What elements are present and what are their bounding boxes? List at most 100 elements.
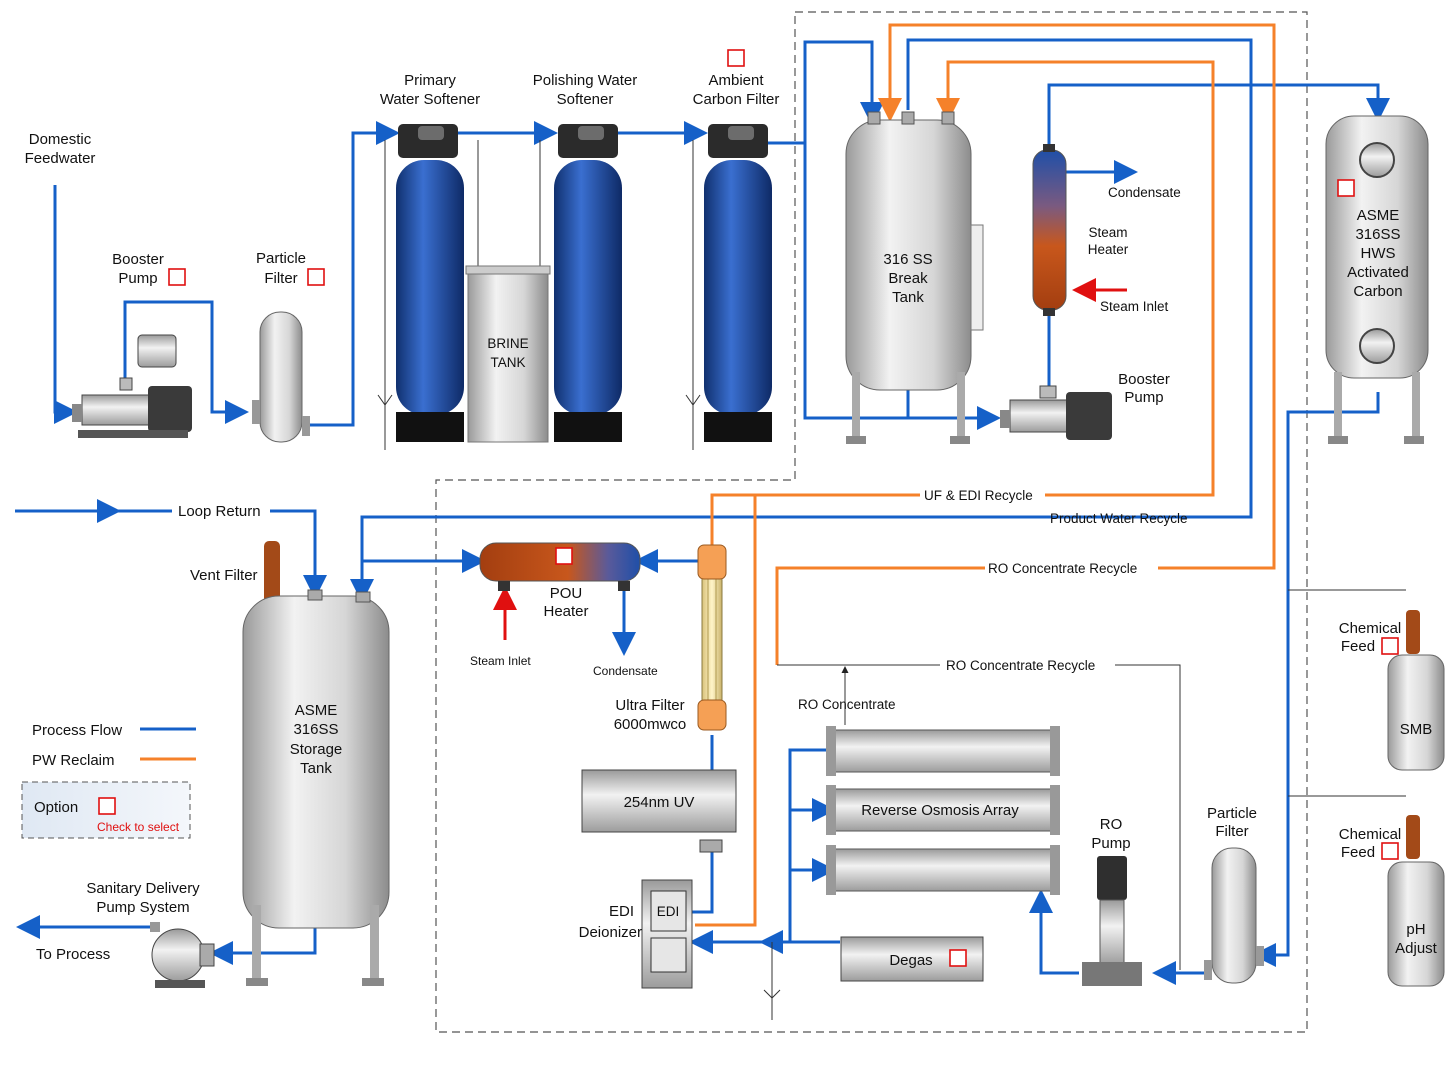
label-carbon-filter-2: Carbon Filter [693,91,780,108]
label-condensate-pou: Condensate [593,664,658,678]
label-particle-filter-2: Particle [1207,805,1257,822]
label-storage-tank: ASME [295,702,338,719]
label-ro-concentrate-recycle-1: RO Concentrate Recycle [988,561,1137,576]
label-ph-adjust: pH [1406,921,1425,938]
softener-drain-2 [685,140,701,450]
label-degas: Degas [889,952,932,969]
storage-tank [242,589,390,986]
steam-heater [1032,144,1067,316]
pretreatment-boundary [435,11,1308,1033]
label-edi-deionizer: EDI [609,903,634,920]
option-checkbox-legend[interactable] [98,797,116,815]
label-storage-tank-3: Storage [290,741,343,758]
label-booster-pump-1-2: Pump [118,270,157,287]
label-booster-pump-2: Booster [1118,371,1170,388]
booster-pump-2 [1000,385,1112,440]
label-condensate-top: Condensate [1108,185,1181,200]
label-vent-filter: Vent Filter [190,567,258,584]
pipe-chem-trunk [1252,590,1290,967]
option-checkbox-particle-filter[interactable] [307,268,325,286]
label-pou-heater: POU [550,585,583,602]
booster-pump-1 [72,334,192,438]
pipe-filter-to-softener [308,121,400,427]
label-booster-pump-2-2: Pump [1124,389,1163,406]
pipe-storage-to-sanitary [209,925,317,965]
option-checkbox-pou-heater[interactable] [555,547,573,565]
pipe-loop-return [15,509,315,593]
label-hws-carbon-5: Carbon [1353,283,1402,300]
label-chemical-feed-2: Chemical [1339,826,1402,843]
drain-line [763,942,781,1020]
pipe-product-recycle-loop [350,38,1253,603]
legend-process-flow: Process Flow [32,722,122,739]
label-domestic-feedwater-2: Feedwater [25,150,96,167]
label-ultra-filter-2: 6000mwco [614,716,687,733]
option-checkbox-degas[interactable] [949,949,967,967]
label-steam-inlet-top: Steam Inlet [1100,299,1169,314]
pipe-pump-to-filter [123,300,249,424]
label-loop-return: Loop Return [178,503,261,520]
label-brine-tank-2: TANK [490,355,525,370]
label-ph-adjust-2: Adjust [1395,940,1438,957]
ambient-carbon-filter [704,124,772,442]
option-checkbox-chem-feed-1[interactable] [1381,637,1399,655]
legend-check-to-select: Check to select [97,820,180,834]
label-brine-tank: BRINE [487,336,528,351]
vent-filter [264,541,280,603]
label-break-tank-3: Tank [892,289,924,306]
label-hws-carbon: ASME [1357,207,1400,224]
ultra-filter [697,544,727,731]
label-steam-inlet-pou: Steam Inlet [470,654,531,668]
option-checkbox-carbon-filter[interactable] [727,49,745,67]
edi-deionizer [641,879,693,989]
pipe-carbon-to-breaktank [768,40,884,145]
particle-filter-2 [1204,847,1264,984]
label-ro-concentrate: RO Concentrate [798,697,896,712]
label-storage-tank-4: Tank [300,760,332,777]
label-particle-filter-1: Particle [256,250,306,267]
label-particle-filter-1-2: Filter [264,270,297,287]
label-edi-deionizer-2: Deionizer [579,924,642,941]
label-ro-array: Reverse Osmosis Array [861,802,1019,819]
ph-chemical-tank [1288,795,1445,987]
label-storage-tank-2: 316SS [293,721,338,738]
ro-pump [1082,856,1142,986]
label-sanitary-delivery-2: Pump System [96,899,189,916]
option-checkbox-booster-pump[interactable] [168,268,186,286]
option-checkbox-chem-feed-2[interactable] [1381,842,1399,860]
option-checkbox-hws-carbon[interactable] [1337,179,1355,197]
label-steam-heater: Steam [1088,225,1127,240]
label-hws-carbon-3: HWS [1361,245,1396,262]
label-chemical-feed-2-2: Feed [1341,844,1375,861]
smb-chemical-tank [1288,589,1445,771]
label-carbon-filter: Ambient [708,72,764,89]
label-uv: 254nm UV [624,794,695,811]
pipe-ro-pump-to-array [1029,889,1079,975]
pipe-uf-edi-recycle [710,60,1215,545]
particle-filter-1 [252,311,310,443]
sanitary-delivery-pump [150,922,215,988]
label-chemical-feed-1: Chemical [1339,620,1402,637]
uv-unit [581,769,737,853]
label-to-process: To Process [36,946,110,963]
label-primary-softener-2: Water Softener [380,91,480,108]
pipe-ro-manifold [689,748,834,954]
label-ro-pump: RO [1100,816,1123,833]
legend-pw-reclaim: PW Reclaim [32,752,115,769]
break-tank [845,111,984,444]
